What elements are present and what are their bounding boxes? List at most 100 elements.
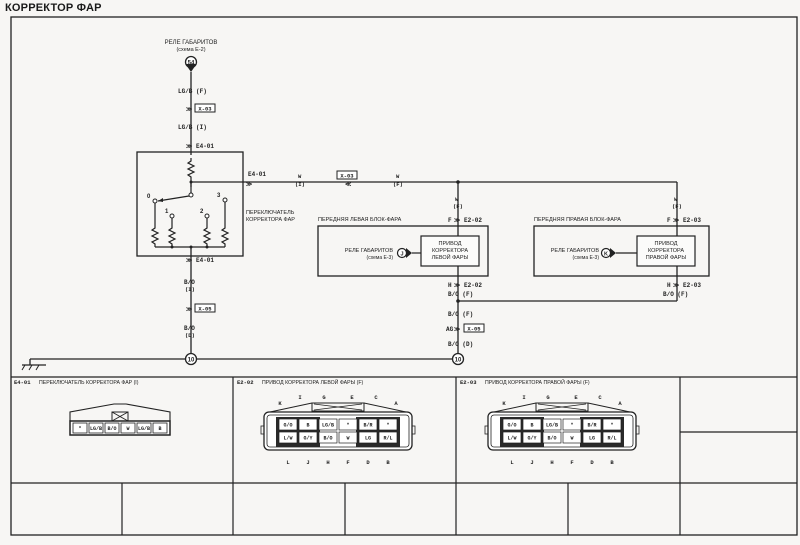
connector-pin: LG bbox=[582, 431, 602, 444]
connector-mark: ≫ bbox=[186, 143, 192, 150]
connector-x03-top: ≫ X-03 bbox=[186, 103, 216, 113]
relay-sublabel: (схема E-3) bbox=[367, 255, 394, 261]
connector-pin: G/O bbox=[502, 418, 522, 431]
ground-point-left: 10 bbox=[184, 352, 198, 366]
connector-pin: LG/B bbox=[542, 418, 562, 431]
svg-text:*: * bbox=[346, 423, 349, 429]
svg-text:E2-03: E2-03 bbox=[683, 282, 701, 289]
svg-text:КОРРЕКТОРА: КОРРЕКТОРА bbox=[432, 248, 468, 254]
svg-text:B/O: B/O bbox=[107, 426, 116, 432]
svg-text:LG/B: LG/B bbox=[546, 423, 558, 429]
svg-text:10: 10 bbox=[455, 358, 462, 364]
svg-text:LG/B: LG/B bbox=[90, 426, 102, 432]
connector-x05-left: ≫ X-05 bbox=[186, 303, 216, 313]
connector-x03-signal: X-03 ≪ bbox=[336, 170, 358, 188]
svg-text:≫: ≫ bbox=[186, 306, 192, 313]
connector-pin: * bbox=[602, 418, 622, 431]
svg-text:F: F bbox=[448, 217, 452, 224]
svg-text:ПРИВОД: ПРИВОД bbox=[655, 241, 678, 247]
svg-text:≫: ≫ bbox=[454, 217, 460, 224]
svg-text:H: H bbox=[448, 282, 452, 289]
svg-text:K: K bbox=[604, 252, 608, 258]
pin-letter: I bbox=[522, 394, 525, 401]
arrow-icon bbox=[406, 248, 412, 258]
svg-text:B/O: B/O bbox=[323, 436, 332, 442]
pin-letter: D bbox=[366, 459, 370, 466]
connector-code: E4-01 bbox=[196, 143, 214, 150]
arrow-icon bbox=[610, 248, 616, 258]
pin-letter: A bbox=[618, 400, 622, 407]
connector-table bbox=[11, 376, 797, 535]
svg-text:L/W: L/W bbox=[283, 436, 292, 442]
left-actuator bbox=[420, 235, 480, 267]
connector-name: ПЕРЕКЛЮЧАТЕЛЬ КОРРЕКТОРА ФАР (I) bbox=[39, 380, 139, 386]
svg-text:≫: ≫ bbox=[186, 106, 192, 113]
wire-label: (I) bbox=[185, 286, 195, 293]
connector-pin: LG bbox=[358, 431, 378, 444]
relay-label: РЕЛЕ ГАБАРИТОВ bbox=[345, 248, 394, 254]
connector-pin: G/O bbox=[278, 418, 298, 431]
terminal-number: 54 bbox=[188, 61, 195, 67]
svg-text:J: J bbox=[400, 252, 403, 258]
wire-label: LG/B (F) bbox=[178, 88, 207, 95]
connector-pin: LG/B bbox=[136, 422, 152, 434]
svg-text:B/R: B/R bbox=[587, 423, 596, 429]
wire-label: B/O (F) bbox=[448, 311, 473, 318]
pin-letter: E bbox=[574, 394, 578, 401]
relay-label: РЕЛЕ ГАБАРИТОВ bbox=[165, 40, 218, 46]
pin-letter: F bbox=[570, 459, 573, 466]
connector-pin: W bbox=[562, 431, 582, 444]
pin-letter: K bbox=[278, 400, 282, 407]
wire-label: W bbox=[298, 173, 302, 180]
pin-letter: A bbox=[394, 400, 398, 407]
svg-text:B: B bbox=[158, 426, 161, 432]
pin-letter: F bbox=[346, 459, 349, 466]
pin-letter: C bbox=[374, 394, 378, 401]
pin-letter: L bbox=[510, 459, 514, 466]
wire-label: (D) bbox=[185, 332, 195, 339]
svg-text:W: W bbox=[346, 436, 349, 442]
svg-text:E2-02: E2-02 bbox=[464, 282, 482, 289]
svg-text:≪: ≪ bbox=[345, 181, 351, 188]
svg-text:КОРРЕКТОРА: КОРРЕКТОРА bbox=[648, 248, 684, 254]
svg-text:B: B bbox=[530, 423, 533, 429]
connector-pin: B/O bbox=[542, 431, 562, 444]
svg-text:*: * bbox=[386, 423, 389, 429]
headlamp-level-switch: 0 1 2 3 ПЕРЕКЛЮЧАТЕЛЬ КОРРЕКТОРА ФАР bbox=[136, 151, 295, 257]
svg-text:*: * bbox=[570, 423, 573, 429]
svg-text:10: 10 bbox=[188, 358, 195, 364]
connector-code: E4-01 bbox=[14, 379, 31, 386]
svg-text:H: H bbox=[667, 282, 671, 289]
svg-text:G/Y: G/Y bbox=[303, 436, 312, 442]
pin-letter: B bbox=[610, 459, 614, 466]
pin-letter: C bbox=[598, 394, 602, 401]
right-actuator bbox=[636, 235, 696, 267]
svg-text:X-05: X-05 bbox=[198, 306, 212, 313]
connector-name: ПРИВОД КОРРЕКТОРА ЛЕВОЙ ФАРЫ (F) bbox=[262, 378, 363, 386]
svg-text:ПРИВОД: ПРИВОД bbox=[439, 241, 462, 247]
connector-pin: * bbox=[562, 418, 582, 431]
position-0-label: 0 bbox=[147, 194, 151, 200]
svg-text:*: * bbox=[610, 423, 613, 429]
right-headlamp-block: ПЕРЕДНЯЯ ПРАВАЯ БЛОК-ФАРА F ≫ E2-03 РЕЛЕ… bbox=[533, 217, 710, 298]
svg-text:F: F bbox=[667, 217, 671, 224]
connector-pin: B/O bbox=[318, 431, 338, 444]
relay-sublabel: (схема E-3) bbox=[573, 255, 600, 261]
relay-sublabel: (схема E-2) bbox=[176, 47, 205, 53]
pin-letter: J bbox=[306, 459, 309, 466]
connector-code: E2-03 bbox=[460, 379, 477, 386]
svg-text:X-03: X-03 bbox=[198, 106, 212, 113]
connector-pin: * bbox=[378, 418, 398, 431]
wire-label: LG/B (I) bbox=[178, 124, 207, 131]
connector-pin: LG/B bbox=[88, 422, 104, 434]
svg-text:ЛЕВОЙ ФАРЫ: ЛЕВОЙ ФАРЫ bbox=[432, 253, 469, 261]
svg-text:≫: ≫ bbox=[673, 282, 679, 289]
wire-label: B/O bbox=[184, 279, 195, 286]
pin-letter: J bbox=[530, 459, 533, 466]
pin-letter: I bbox=[298, 394, 301, 401]
svg-text:R/L: R/L bbox=[383, 436, 392, 442]
connector-pin: R/L bbox=[378, 431, 398, 444]
wire-label: W bbox=[455, 196, 459, 203]
svg-text:X-03: X-03 bbox=[340, 173, 354, 180]
svg-text:G/O: G/O bbox=[507, 423, 516, 429]
